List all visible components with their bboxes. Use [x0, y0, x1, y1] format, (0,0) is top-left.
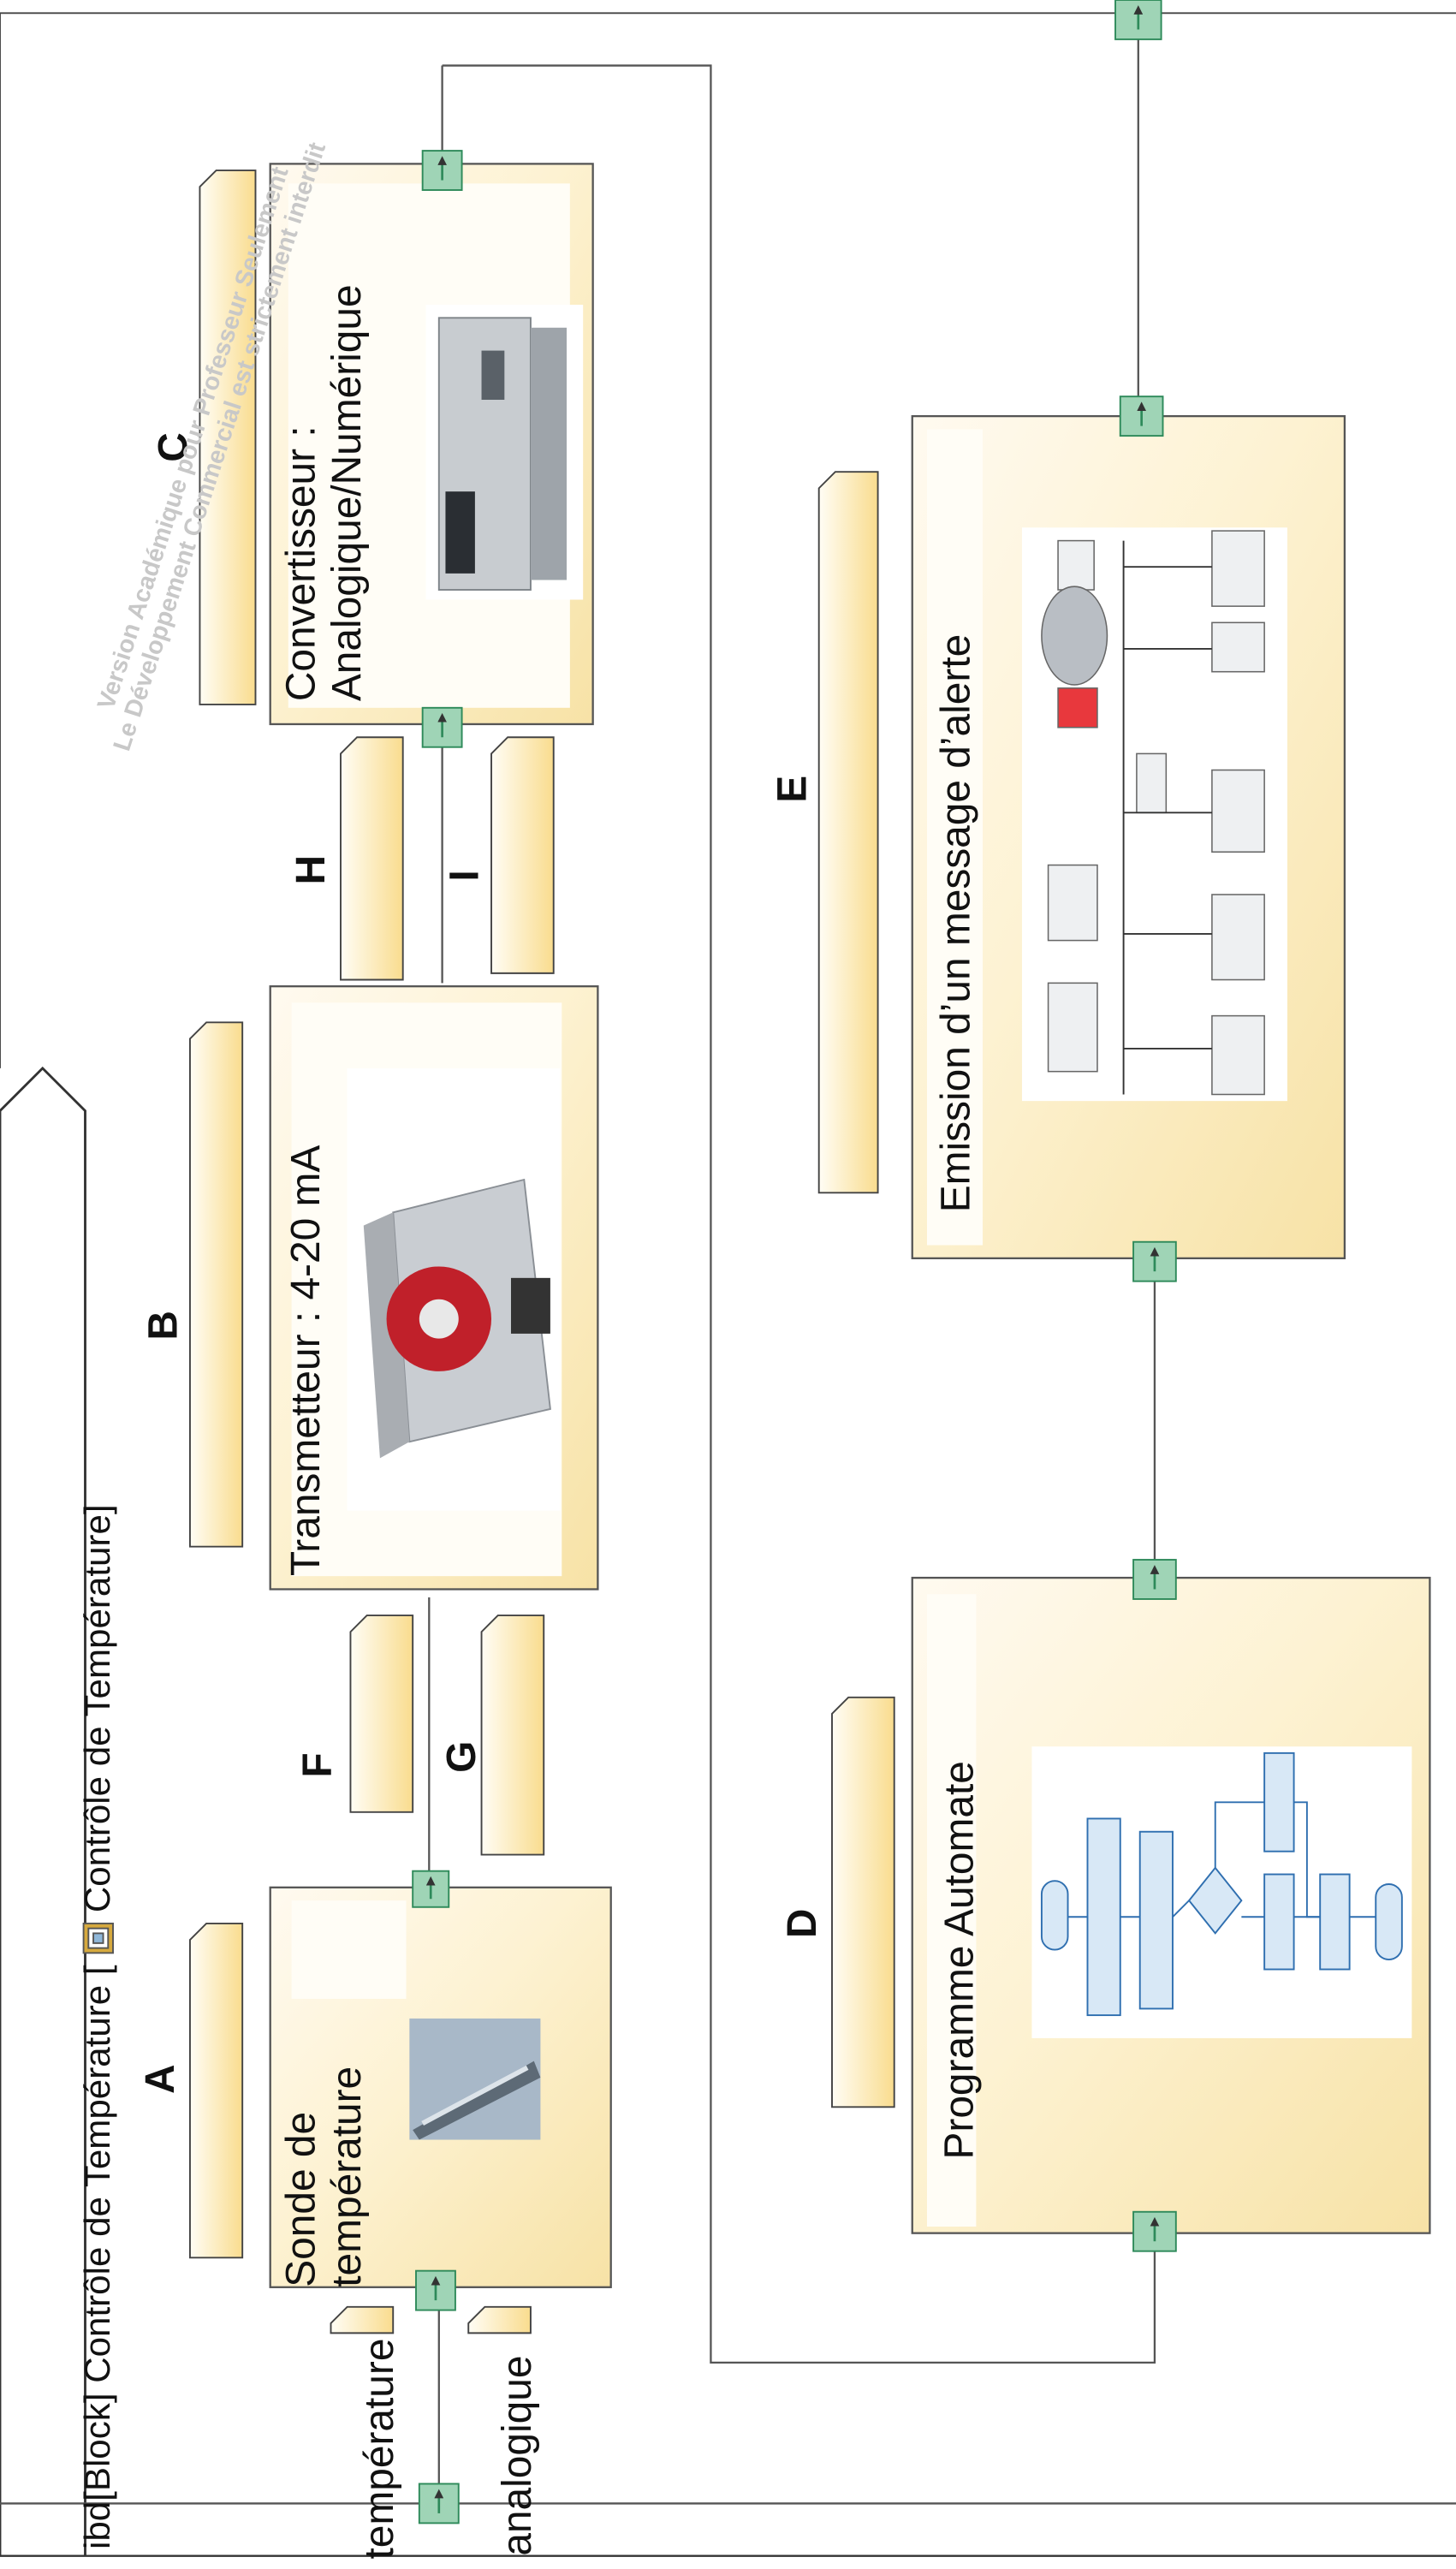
port-E-in: [1132, 1240, 1177, 1282]
converter-picture: [425, 304, 584, 600]
block-E-name: Emission d’un message d’alerte: [933, 633, 980, 1213]
label-H: H: [288, 854, 335, 885]
note-D: [831, 1696, 895, 2108]
block-icon: [82, 1923, 114, 1954]
ports: [412, 0, 1177, 2524]
probe-picture: [409, 2018, 541, 2140]
block-D-name: Programme Automate: [936, 1761, 984, 2160]
note-shapes: [188, 169, 895, 2334]
port-A-out: [412, 1870, 450, 1908]
output-port-label: analogique: [494, 2355, 541, 2556]
port-D-out: [1132, 1559, 1177, 1600]
port-A-in: [415, 2269, 456, 2311]
block-C-name-line1: Convertisseur :: [278, 425, 324, 702]
network-picture: [1021, 527, 1287, 1102]
port-C-out: [421, 150, 463, 191]
note-B: [188, 1021, 244, 1548]
port-E-out: [1119, 395, 1164, 437]
label-D: D: [779, 1908, 826, 1939]
label-F: F: [294, 1752, 341, 1778]
note-I: [490, 736, 555, 974]
port-D-in: [1132, 2210, 1177, 2252]
label-C: C: [151, 432, 197, 462]
port-frame-out: [1114, 0, 1162, 40]
frame-title-prefix: ibd[Block] Contrôle de Température [: [76, 1965, 118, 2550]
connectors: [0, 26, 1456, 2505]
flowchart-picture: [1031, 1746, 1412, 2038]
note-G: [480, 1615, 545, 1856]
note-H: [340, 736, 404, 981]
label-E: E: [770, 775, 816, 803]
frame-title: ibd[Block] Contrôle de Température [ Con…: [62, 27, 134, 2549]
block-C-name-line2: Analogique/Numérique: [324, 284, 371, 702]
input-port-label: température: [357, 2338, 403, 2560]
block-A-name-line2: température: [324, 2066, 371, 2287]
block-A-name-line1: Sonde de: [278, 2111, 324, 2287]
transmitter-picture: [347, 1067, 561, 1511]
block-C-name: Convertisseur : Analogique/Numérique: [278, 284, 370, 701]
note-F: [349, 1615, 414, 1813]
port-frame-in: [418, 2483, 460, 2524]
note-out: [467, 2305, 532, 2334]
note-C: [199, 169, 257, 705]
note-A: [188, 1922, 244, 2259]
block-A-name: Sonde de température: [278, 2066, 370, 2287]
label-B: B: [140, 1311, 187, 1341]
label-A: A: [137, 2064, 184, 2094]
label-G: G: [438, 1740, 485, 1773]
note-E: [817, 471, 879, 1194]
block-B-name: Transmetteur : 4-20 mA: [283, 1145, 330, 1577]
diagram-frame: [0, 12, 1456, 2557]
port-C-in: [421, 706, 463, 748]
frame-title-suffix: Contrôle de Température]: [76, 1504, 118, 1913]
label-I: I: [442, 870, 489, 882]
note-in: [330, 2305, 395, 2334]
